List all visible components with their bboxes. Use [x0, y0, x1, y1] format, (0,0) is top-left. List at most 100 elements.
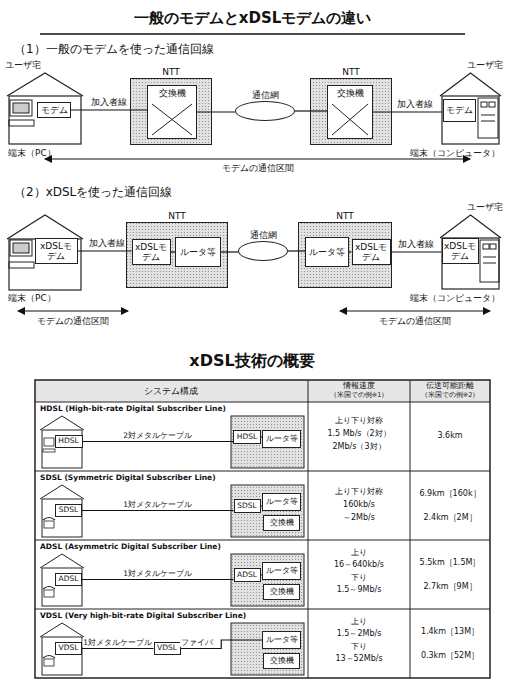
drawing-part: [478, 98, 498, 138]
text-label: 伝送可能距離: [426, 381, 474, 390]
switch-cross: [152, 104, 192, 135]
text-label: モデムの通信区間: [379, 316, 451, 326]
text-label: システム構成: [144, 386, 198, 396]
house-body: [42, 568, 82, 606]
text-label: 情報速度: [343, 381, 375, 390]
text-label: 2.4km［2M］: [423, 513, 476, 522]
text-label: 端末（PC）: [8, 148, 56, 158]
drawing-part: [490, 244, 496, 249]
drawing-part: [35, 471, 490, 472]
node-label: HDSL: [236, 433, 258, 442]
text-label: 端末（コンピュータ）: [410, 148, 500, 158]
table-illustration: [40, 416, 304, 675]
node-label: ルータ等: [265, 636, 299, 645]
text-label: 3.6km: [437, 431, 462, 440]
device-box: xDSLモデム: [442, 238, 479, 264]
device-box: 交換機: [263, 584, 300, 600]
connector-label: ファイバ: [180, 638, 214, 646]
drawing-part: [35, 540, 490, 541]
building-fill: [298, 222, 392, 288]
pc-icon: [44, 438, 54, 446]
phone-icon: [43, 518, 55, 521]
text-label: モデムの通信区間: [222, 163, 294, 173]
node-label: xDSLモデム: [353, 242, 390, 263]
drawing-part: [7, 215, 83, 239]
node-heading: NTT: [168, 212, 186, 222]
house-outline: ユーザ宅モデム: [438, 72, 503, 145]
device-box: ルータ等: [262, 562, 301, 580]
line-connector: [373, 111, 443, 112]
text-label: 1.5 Mb/s（2対）: [327, 429, 390, 438]
text-label: 0.3km［52M］: [421, 651, 479, 660]
phone-icon: [43, 656, 55, 659]
page-title: 一般のモデムとxDSLモデムの違い: [0, 9, 505, 28]
text-label: SDSL (Symmetric Digital Subscriber Line): [40, 474, 216, 483]
drawing-part: [489, 102, 495, 107]
drawing-part: [45, 159, 470, 160]
device-box: VDSL: [154, 642, 181, 655]
drawing-part: [35, 402, 490, 403]
device-box: ルータ等: [262, 493, 301, 511]
node-label: 交換機: [269, 657, 295, 666]
line-connector: [82, 510, 234, 511]
text-label: 2Mb/s（3対）: [332, 442, 385, 451]
switch-cross: [148, 102, 196, 138]
text-label: HDSL (High-bit-rate Digital Subscriber L…: [40, 405, 226, 414]
phone-icon: [44, 590, 54, 597]
building-fill: [126, 222, 228, 288]
ntt-building: NTT交換機: [130, 78, 212, 145]
connector-label: 加入者線: [397, 240, 435, 250]
text-label: 上り: [351, 617, 367, 626]
node-label: VDSL: [156, 644, 178, 653]
node-heading: 通信網: [252, 91, 279, 101]
node-heading: 通信網: [250, 231, 277, 241]
line-connector: [295, 110, 327, 111]
text-label: 端末（PC）: [8, 293, 56, 303]
network-cloud: 通信網: [238, 241, 288, 261]
device-box: HDSL: [233, 430, 261, 444]
text-label: 下り: [351, 573, 367, 582]
node-label: HDSL: [57, 437, 79, 446]
device-box: xDSLモデム: [352, 239, 391, 265]
text-label: 上り下り対称: [335, 416, 383, 425]
node-label: SDSL: [58, 506, 79, 515]
line-connector: [82, 579, 234, 580]
device-box: 交換機: [263, 653, 300, 669]
drawing-part: [9, 239, 81, 290]
drawing-part: [13, 243, 29, 253]
drawing-part: [9, 262, 34, 268]
computer-icon: [478, 98, 499, 282]
switch-cross: [152, 104, 192, 135]
drawing-part: [483, 257, 496, 258]
span-arrow: [18, 159, 490, 311]
device-box: ルータ等: [175, 237, 221, 267]
drawing-part: [9, 120, 34, 126]
pc-icon: [9, 100, 34, 268]
switch-cross: [332, 104, 368, 135]
drawing-part: [40, 33, 465, 35]
drawing-part: [481, 102, 487, 107]
drawing-part: [481, 115, 495, 116]
device-box: ルータ等: [305, 237, 349, 267]
house-outline: ユーザ宅xDSLモデム: [438, 214, 503, 290]
drawing-part: [10, 240, 32, 256]
network-cloud: 通信網: [235, 101, 295, 121]
house-roof: [40, 554, 84, 568]
house-outline: ユーザ宅モデム: [5, 72, 85, 145]
ntt-building: NTT交換機: [310, 78, 392, 145]
drawing-part: [481, 121, 495, 122]
table-grid: [35, 380, 490, 678]
device-box: ADSL: [234, 568, 261, 582]
node-heading: NTT: [336, 212, 354, 222]
connector-label: 加入者線: [90, 98, 128, 108]
house-body: [442, 238, 499, 289]
text-label: 2.7km［9M］: [423, 582, 476, 591]
node-heading: NTT: [162, 68, 180, 78]
house-body: [442, 96, 499, 144]
node-label: SDSL: [236, 502, 257, 511]
house-roof: [440, 215, 501, 238]
phone-icon: [44, 659, 54, 666]
text-label: 16～640kb/s: [334, 560, 384, 569]
text-label: 13～52Mb/s: [335, 654, 382, 663]
